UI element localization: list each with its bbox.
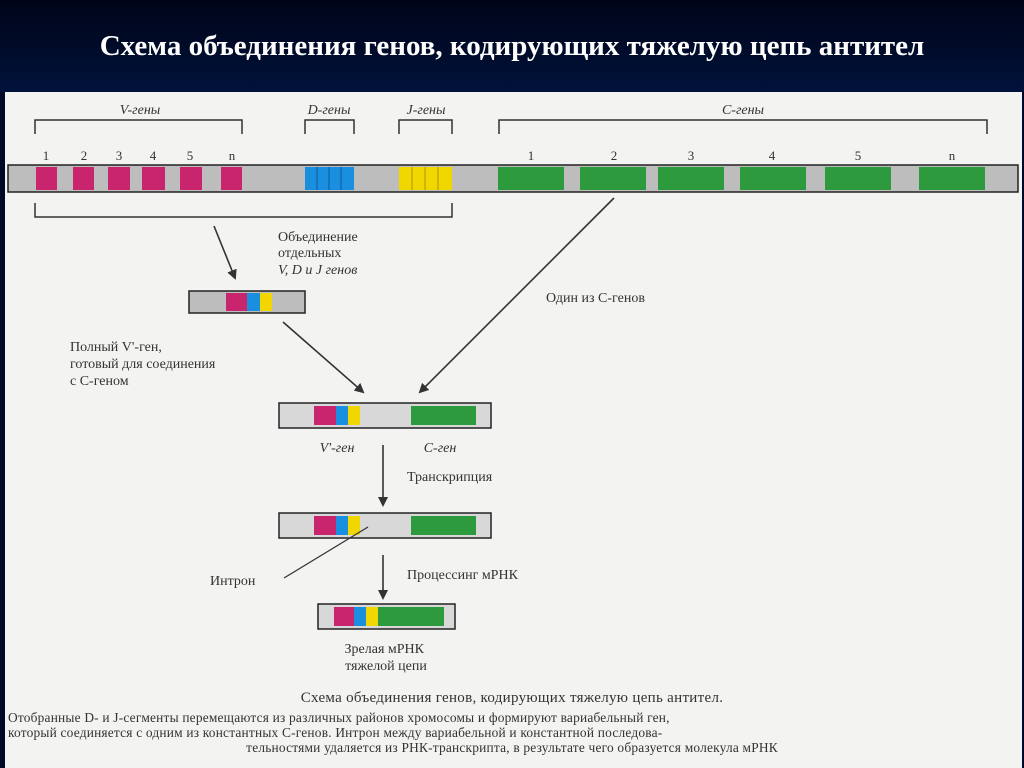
c-number: 4 xyxy=(769,148,776,163)
j-group-label: J-гены xyxy=(407,103,446,118)
v-segment xyxy=(108,167,130,190)
v-numbers: 1 2 3 4 5 n xyxy=(43,148,236,163)
v-segment xyxy=(73,167,94,190)
c-number: 2 xyxy=(611,148,618,163)
caption-line: тельностями удаляется из РНК-транскрипта… xyxy=(246,740,778,755)
title-bar: Схема объединения генов, кодирующих тяже… xyxy=(0,0,1024,92)
v-number: 5 xyxy=(187,148,194,163)
caption-line: Отобранные D- и J-сегменты перемещаются … xyxy=(8,710,670,725)
mature-mrna-label: Зрелая мРНК тяжелой цепи xyxy=(345,642,428,674)
vc-gene-strand xyxy=(278,402,492,429)
v-group-label: V-гены xyxy=(120,103,161,118)
c-segment xyxy=(658,167,724,190)
j-bracket xyxy=(398,119,453,134)
v-number: 2 xyxy=(81,148,88,163)
c-numbers: 1 2 3 4 5 n xyxy=(528,148,956,163)
v-segment xyxy=(221,167,242,190)
join-bracket xyxy=(34,203,453,218)
d-group-label: D-гены xyxy=(307,103,351,118)
v-number: 4 xyxy=(150,148,157,163)
v-prime-gene-label: V'-ген xyxy=(320,441,355,456)
rna-transcript-strand xyxy=(278,512,492,539)
c-number: n xyxy=(949,148,956,163)
v-number: n xyxy=(229,148,236,163)
v-segment xyxy=(36,167,57,190)
c-number: 5 xyxy=(855,148,862,163)
chromosome-strand xyxy=(7,164,1019,193)
c-segment xyxy=(580,167,646,190)
intron-pointer xyxy=(283,526,369,579)
c-segment xyxy=(498,167,564,190)
d-bracket xyxy=(304,119,355,134)
processing-label: Процессинг мРНК xyxy=(407,568,519,583)
full-v-label: Полный V'-ген, готовый для соединения с … xyxy=(70,340,219,389)
one-c-label: Один из C-генов xyxy=(546,291,645,306)
c-segment xyxy=(740,167,806,190)
mature-mrna-strand xyxy=(317,603,456,630)
slide-title: Схема объединения генов, кодирующих тяже… xyxy=(99,29,925,62)
v-number: 3 xyxy=(116,148,123,163)
arrow-full-v xyxy=(282,321,365,394)
c-number: 3 xyxy=(688,148,695,163)
c-bracket xyxy=(498,119,988,134)
joined-vdj-strand xyxy=(188,290,306,314)
intron-label: Интрон xyxy=(210,574,256,589)
v-bracket xyxy=(34,119,243,134)
v-segment xyxy=(180,167,202,190)
c-number: 1 xyxy=(528,148,535,163)
c-group-label: C-гены xyxy=(722,103,764,118)
figure-caption: Схема объединения генов, кодирующих тяже… xyxy=(0,690,1024,755)
caption-title: Схема объединения генов, кодирующих тяже… xyxy=(300,690,724,706)
group-brackets xyxy=(34,119,988,218)
join-label: Объединение отдельных V, D и J генов xyxy=(278,230,361,278)
transcription-label: Транскрипция xyxy=(407,470,493,485)
diagram-paper xyxy=(5,92,1022,768)
c-segment xyxy=(919,167,985,190)
c-segment xyxy=(825,167,891,190)
arrow-one-c xyxy=(418,197,615,394)
arrows xyxy=(213,197,615,600)
c-gene-label: C-ген xyxy=(424,441,457,456)
arrow-join xyxy=(213,225,237,280)
v-segment xyxy=(142,167,165,190)
caption-line: который соединяется с одним из константн… xyxy=(8,725,663,740)
v-number: 1 xyxy=(43,148,50,163)
